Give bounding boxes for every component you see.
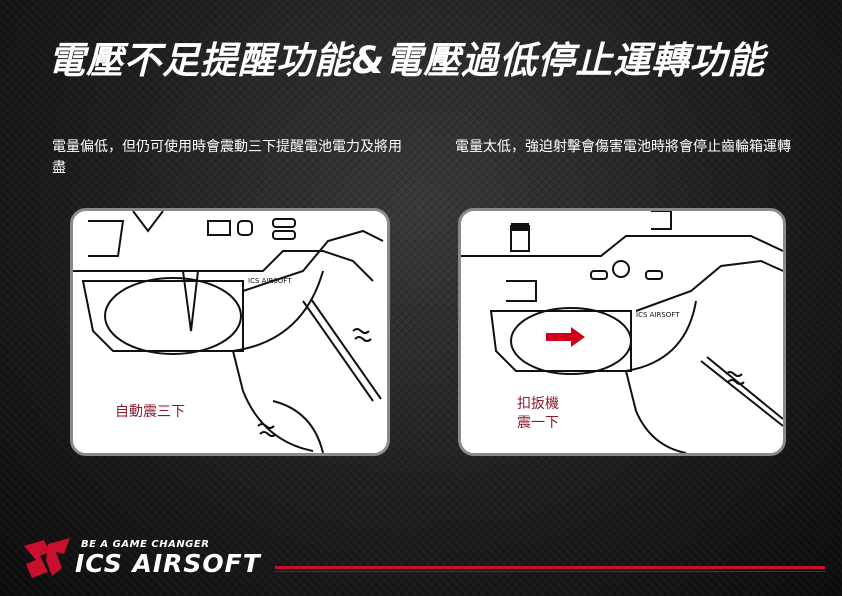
ics-logo-icon	[24, 538, 70, 578]
footer-divider	[275, 566, 825, 569]
right-illustration-panel: ICS AIRSOFT 扣扳機 震一下	[458, 208, 786, 456]
receiver-marking: ICS AIRSOFT	[248, 277, 292, 285]
brand-airsoft: AIRSOFT	[132, 549, 261, 578]
right-note: 扣扳機 震一下	[517, 395, 559, 433]
slogan: BE A GAME CHANGER	[81, 539, 210, 550]
left-note: 自動震三下	[115, 404, 185, 420]
arrow-icon	[546, 327, 585, 347]
right-note-line1: 扣扳機	[517, 396, 559, 412]
page-title: 電壓不足提醒功能&電壓過低停止運轉功能	[48, 39, 766, 82]
left-illustration-panel: ICS AIRSOFT 自動震三下	[70, 208, 390, 456]
right-note-line2: 震一下	[517, 415, 559, 431]
gun-grip-illustration-right: ICS AIRSOFT	[461, 211, 783, 453]
left-caption: 電量偏低，但仍可使用時會震動三下提醒電池電力及將用盡	[52, 139, 402, 176]
receiver-marking-right: ICS AIRSOFT	[636, 311, 680, 319]
brand-name: ICS AIRSOFT	[75, 549, 261, 578]
gun-grip-illustration-left: ICS AIRSOFT	[73, 211, 384, 453]
brand-ics: ICS	[75, 549, 123, 578]
footer-divider-thin	[275, 571, 825, 572]
right-caption: 電量太低，強迫射擊會傷害電池時將會停止齒輪箱運轉	[455, 139, 791, 155]
